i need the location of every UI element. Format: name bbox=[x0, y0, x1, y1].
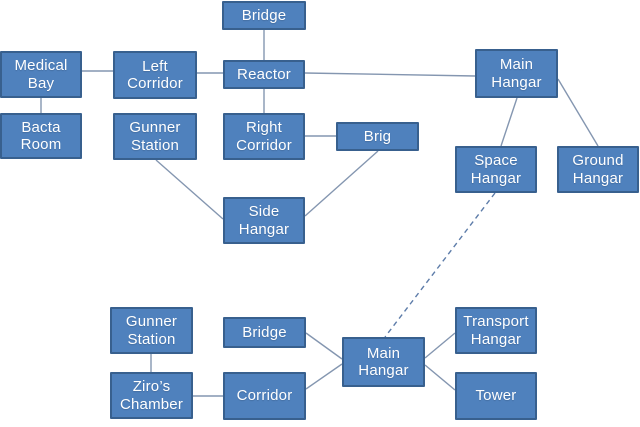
edge-reactor--main-hangar-top bbox=[304, 72, 476, 77]
node-space-hangar: Space Hangar bbox=[455, 146, 537, 193]
node-brig: Brig bbox=[336, 122, 419, 151]
edge-bridge-bottom--main-hangar-bottom bbox=[305, 332, 343, 360]
node-corridor: Corridor bbox=[223, 372, 306, 420]
node-tower: Tower bbox=[455, 372, 537, 420]
edge-space-hangar--main-hangar-bottom bbox=[384, 192, 496, 338]
edge-gunner-station-top--side-hangar bbox=[155, 159, 224, 220]
edge-corridor--main-hangar-bottom bbox=[305, 363, 343, 390]
node-ziros-chamber: Ziro’s Chamber bbox=[110, 372, 193, 419]
node-bridge-top: Bridge bbox=[222, 1, 306, 30]
node-right-corridor: Right Corridor bbox=[223, 113, 305, 160]
node-left-corridor: Left Corridor bbox=[113, 51, 197, 99]
edge-brig--side-hangar bbox=[304, 150, 379, 217]
node-gunner-station-top: Gunner Station bbox=[113, 113, 197, 160]
node-side-hangar: Side Hangar bbox=[223, 197, 305, 244]
edge-main-hangar-bottom--tower bbox=[424, 364, 456, 391]
node-main-hangar-bottom: Main Hangar bbox=[342, 337, 425, 387]
edge-main-hangar-top--space-hangar bbox=[500, 97, 518, 147]
node-gunner-station-bottom: Gunner Station bbox=[110, 307, 193, 354]
node-medical-bay: Medical Bay bbox=[0, 51, 82, 98]
node-transport-hangar: Transport Hangar bbox=[455, 307, 537, 354]
edge-main-hangar-bottom--transport-hangar bbox=[424, 332, 456, 359]
node-bacta-room: Bacta Room bbox=[0, 113, 82, 159]
node-main-hangar-top: Main Hangar bbox=[475, 49, 558, 98]
node-reactor: Reactor bbox=[223, 60, 305, 89]
node-bridge-bottom: Bridge bbox=[223, 317, 306, 348]
edge-main-hangar-top--ground-hangar bbox=[557, 78, 599, 147]
node-ground-hangar: Ground Hangar bbox=[557, 146, 639, 193]
